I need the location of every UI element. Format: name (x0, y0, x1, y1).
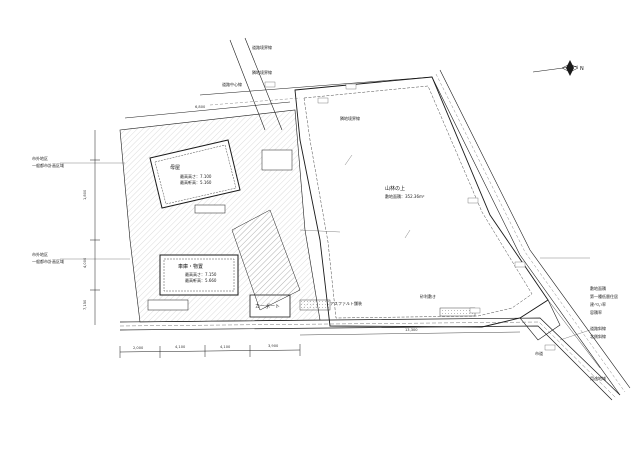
site-label: 山林の上 (385, 185, 405, 192)
main-building-eave: 最高軒高：5.160 (180, 179, 212, 185)
annex-building-name: 車庫・物置 (178, 263, 203, 270)
top-labels: 道路境界線 隣地境界線 道路中心線 (222, 44, 272, 87)
callouts (264, 81, 591, 351)
dimension-lines: 2,000 4,100 4,100 3,900 1,800 4,000 7,15… (83, 101, 521, 358)
dim-3: 3,900 (268, 344, 279, 348)
top-label-2: 道路中心線 (222, 81, 242, 87)
bottom-right-detail (519, 299, 601, 369)
top-label-0: 道路境界線 (252, 44, 272, 50)
main-building-name: 母屋 (170, 165, 180, 171)
right-note-4: 道路斜線 (590, 325, 606, 331)
annex-building-eave: 最高軒高：5.660 (185, 277, 217, 283)
site-area: 敷地面積：352.36m² (385, 193, 425, 199)
top-label-1: 隣地境界線 (252, 69, 272, 75)
left-label-0: 市外地区 (32, 155, 48, 161)
annex-building: 車庫・物置 最高高さ：7.150 最高軒高：5.660 (159, 254, 239, 296)
driveway (231, 209, 301, 311)
right-note-6: 用途地域 (590, 375, 606, 381)
right-note-1: 第一種低層住居 (590, 293, 618, 299)
annex-building-height: 最高高さ：7.150 (185, 271, 217, 277)
boundary-note: 隣地境界線 (340, 115, 360, 121)
right-note-5: 北側斜線 (590, 333, 606, 339)
site-fixtures (147, 149, 476, 317)
site-boundary (294, 76, 549, 328)
road-label: 市道 (535, 350, 543, 356)
left-labels: 市外地区 一般都市計画区域 市外地区 一般都市計画区域 (32, 155, 130, 264)
right-note-3: 容積率 (590, 309, 602, 315)
compass-label: N (580, 66, 584, 72)
right-note-0: 敷地面積 (590, 285, 606, 291)
right-notes: 敷地面積 第一種低層住居 建ぺい率 容積率 道路斜線 北側斜線 用途地域 (590, 285, 618, 381)
main-building: 母屋 最高高さ：7.100 最高軒高：5.160 (149, 139, 241, 209)
dim-7: 6,800 (195, 105, 206, 109)
dim-2: 4,100 (220, 345, 231, 349)
asphalt-note: アスファルト舗装 (330, 300, 362, 306)
dim-0: 2,000 (133, 346, 144, 350)
left-label-3: 一般都市計画区域 (32, 258, 64, 264)
north-arrow-icon: N (532, 60, 584, 76)
right-note-2: 建ぺい率 (590, 301, 606, 307)
dim-5: 4,000 (83, 257, 87, 268)
left-label-1: 一般都市計画区域 (32, 162, 64, 168)
dim-6: 7,150 (83, 299, 87, 310)
gravel-note: 砂利敷き (420, 293, 436, 299)
dim-4: 1,800 (83, 189, 87, 200)
main-building-height: 最高高さ：7.100 (180, 173, 212, 179)
dim-8: 13,300 (405, 328, 418, 332)
left-label-2: 市外地区 (32, 251, 48, 257)
dim-1: 4,100 (175, 345, 186, 349)
